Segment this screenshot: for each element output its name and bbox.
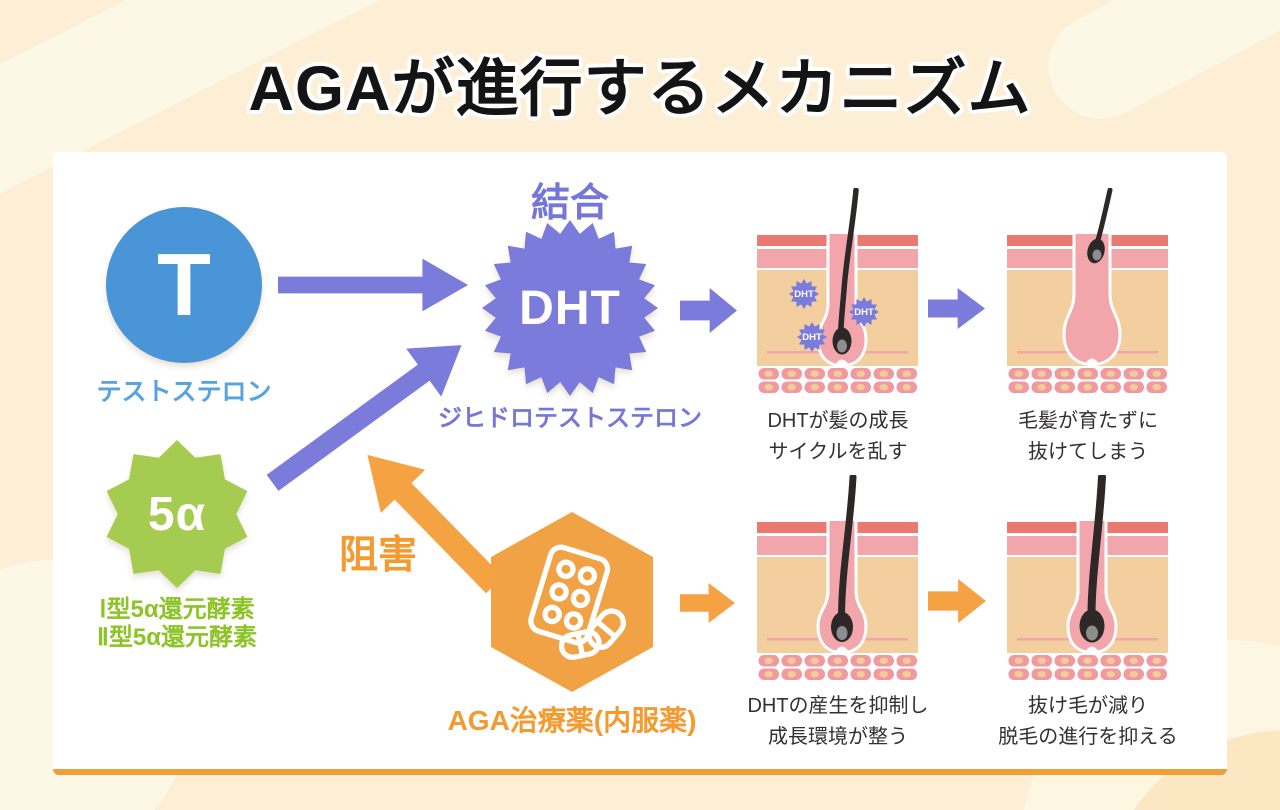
testosterone-symbol: T [157, 235, 211, 334]
testosterone-label: テストステロン [96, 378, 272, 406]
drug-node [491, 512, 653, 692]
panel4-caption-line1: 抜け毛が減り [1028, 695, 1148, 717]
panel3-caption-line2: 成長環境が整う [768, 726, 908, 748]
follicle-illustration-dht-damage [757, 188, 918, 393]
panel1-caption-line2: サイクルを乱す [768, 441, 908, 463]
dht-symbol: DHT [519, 281, 621, 335]
enzyme-label-2: Ⅱ型5α還元酵素 [97, 624, 257, 651]
panel2-caption: 毛髪が育たずに 抜けてしまう [988, 406, 1188, 468]
follicle-illustration-hair-loss [1007, 188, 1168, 393]
bond-label: 結合 [530, 182, 609, 225]
panel4-caption-line2: 脱毛の進行を抑える [998, 726, 1178, 748]
panel3-caption-line1: DHTの産生を抑制し [747, 695, 929, 717]
panel2-caption-line2: 抜けてしまう [1028, 441, 1148, 463]
dht-particle-star: DHT [789, 279, 819, 309]
panel1-caption-line1: DHTが髪の成長 [767, 410, 909, 432]
enzyme-symbol: 5α [147, 487, 207, 541]
dht-particle-star: DHT [797, 322, 827, 352]
follicle-illustration-healthy [1007, 475, 1168, 680]
dht-particle-star: DHT [849, 297, 879, 327]
enzyme-label-1: Ⅰ型5α還元酵素 [99, 596, 255, 623]
panel1-caption: DHTが髪の成長 サイクルを乱す [738, 406, 938, 468]
follicle-illustration-recovery [757, 475, 918, 680]
inhibit-label: 阻害 [338, 534, 417, 577]
panel4-caption: 抜け毛が減り 脱毛の進行を抑える [978, 691, 1198, 753]
panel2-caption-line1: 毛髪が育たずに [1018, 410, 1158, 432]
testosterone-node: T [106, 207, 262, 363]
panel3-caption: DHTの産生を抑制し 成長環境が整う [728, 691, 948, 753]
enzyme-star-node: 5α [103, 440, 251, 588]
dht-label: ジヒドロテストステロン [438, 405, 702, 432]
dht-particle-text: DHT [794, 288, 814, 300]
dht-particle-text: DHT [802, 331, 822, 343]
dht-star-node: DHT [482, 220, 658, 396]
page-title: AGAが進行するメカニズム [248, 54, 1032, 124]
drug-label: AGA治療薬(内服薬) [447, 705, 697, 736]
dht-particle-text: DHT [854, 306, 874, 318]
pill-blister-icon [528, 544, 626, 660]
